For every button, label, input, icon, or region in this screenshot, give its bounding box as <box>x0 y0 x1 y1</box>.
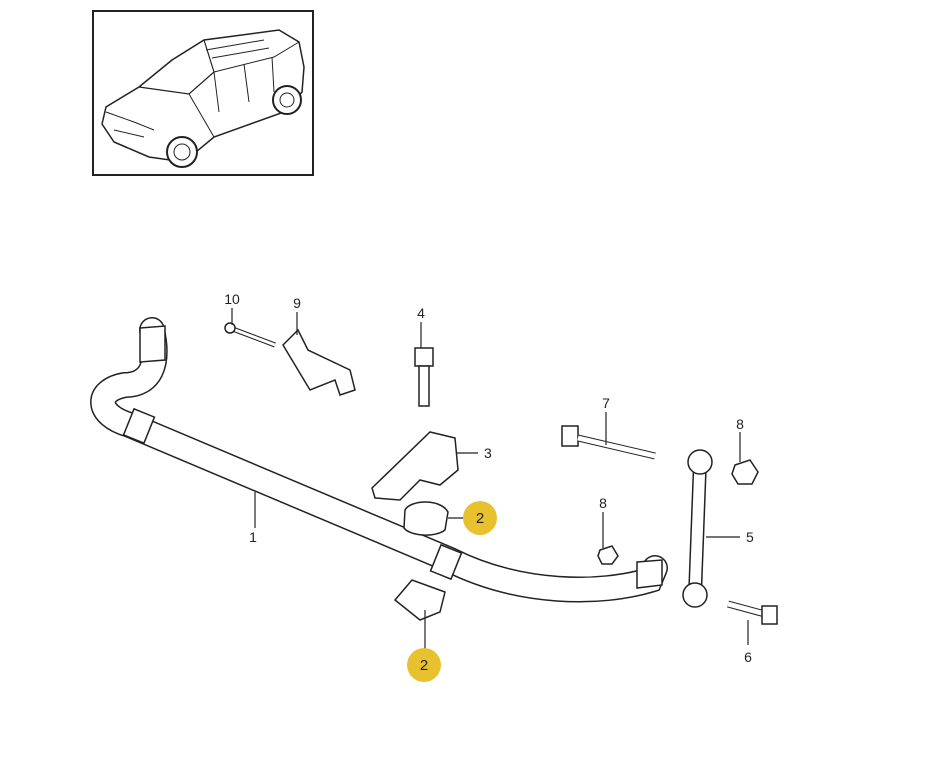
label-bracket: 3 <box>484 445 492 461</box>
label-nut-upper: 8 <box>736 416 744 432</box>
label-holder-bolt: 10 <box>224 291 240 307</box>
nut-upper[interactable] <box>731 459 759 485</box>
label-link-bolt-upper: 7 <box>602 395 610 411</box>
link-bolt-upper[interactable] <box>561 425 656 460</box>
holder-part[interactable] <box>282 328 356 396</box>
bracket[interactable] <box>371 431 459 501</box>
label-coupling-link: 5 <box>746 529 754 545</box>
label-sway-bar: 1 <box>249 529 257 545</box>
suv-car-icon <box>101 29 305 168</box>
label-link-bolt-lower: 6 <box>744 649 752 665</box>
coupling-link[interactable] <box>682 449 713 608</box>
bracket-bolt[interactable] <box>414 347 434 407</box>
callout-bushing-lower[interactable]: 2 <box>407 648 441 682</box>
label-bracket-bolt: 4 <box>417 305 425 321</box>
label-bushing-upper: 2 <box>476 510 484 527</box>
bushing-lower[interactable] <box>393 579 446 621</box>
vehicle-overview-thumbnail <box>92 10 314 176</box>
link-bolt-lower[interactable] <box>727 600 778 625</box>
bushing-upper[interactable] <box>403 501 449 536</box>
stabilizer-bar[interactable] <box>90 317 668 603</box>
nut-lower[interactable] <box>597 545 619 565</box>
callout-bushing-upper[interactable]: 2 <box>463 501 497 535</box>
holder-bolt[interactable] <box>224 322 276 348</box>
label-nut-lower: 8 <box>599 495 607 511</box>
label-bushing-lower: 2 <box>420 657 428 674</box>
label-holder: 9 <box>293 295 301 311</box>
